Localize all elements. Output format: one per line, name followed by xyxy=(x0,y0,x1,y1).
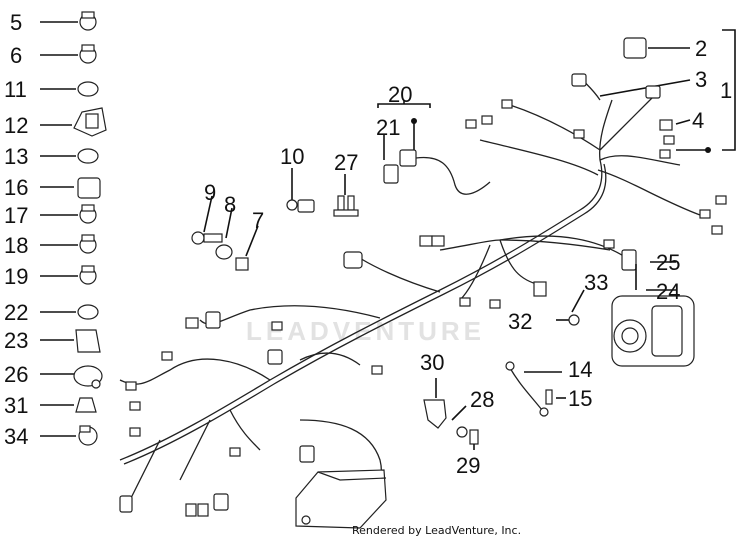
part-16-grommet xyxy=(40,177,101,199)
parts-32-33 xyxy=(556,289,585,326)
callout-3: 3 xyxy=(695,67,707,92)
part-4-fuse xyxy=(659,119,691,131)
callout-27: 27 xyxy=(334,150,358,175)
callout-labels: 5 6 11 12 13 16 17 18 19 22 23 26 31 34 … xyxy=(4,10,732,478)
part-26-band xyxy=(40,365,103,389)
callout-8: 8 xyxy=(224,192,236,217)
part-17-clamp xyxy=(40,204,97,224)
part-22-band xyxy=(40,304,99,320)
part-11-band xyxy=(40,81,99,97)
callout-17: 17 xyxy=(4,203,28,228)
callout-30: 30 xyxy=(420,350,444,375)
part-13-band xyxy=(40,148,99,164)
callout-21: 21 xyxy=(376,115,400,140)
part-6-clamp xyxy=(40,44,97,64)
throttle-body xyxy=(611,261,695,367)
watermark: LEADVENTURE xyxy=(246,316,486,346)
part-10-grommet xyxy=(286,168,315,213)
part-12-holder xyxy=(40,107,107,137)
credit-text: Rendered by LeadVenture, Inc. xyxy=(352,524,522,537)
callout-10: 10 xyxy=(280,144,304,169)
leader-3 xyxy=(599,79,691,97)
main-harness xyxy=(119,74,701,501)
callout-16: 16 xyxy=(4,175,28,200)
part-19-clamp xyxy=(40,265,97,285)
callout-9: 9 xyxy=(204,180,216,205)
callout-22: 22 xyxy=(4,300,28,325)
callout-1: 1 xyxy=(720,78,732,103)
callout-34: 34 xyxy=(4,424,28,449)
left-parts-column xyxy=(40,11,107,446)
callout-28: 28 xyxy=(470,387,494,412)
ecu-box xyxy=(295,469,387,529)
callout-12: 12 xyxy=(4,113,28,138)
callout-32: 32 xyxy=(508,309,532,334)
part-18-clamp xyxy=(40,234,97,254)
callout-20: 20 xyxy=(388,82,412,107)
part-34-clamp xyxy=(40,425,98,446)
callout-31: 31 xyxy=(4,393,28,418)
part-23-strap xyxy=(40,329,101,353)
harness-connectors xyxy=(119,73,727,517)
callout-4: 4 xyxy=(692,108,704,133)
callout-14: 14 xyxy=(568,357,592,382)
callout-24: 24 xyxy=(656,279,680,304)
part-27-bolts xyxy=(333,174,359,217)
parts-7-8-9 xyxy=(191,195,259,271)
callout-15: 15 xyxy=(568,386,592,411)
callout-33: 33 xyxy=(584,270,608,295)
callout-18: 18 xyxy=(4,233,28,258)
callout-7: 7 xyxy=(252,208,264,233)
callout-23: 23 xyxy=(4,328,28,353)
callout-2: 2 xyxy=(695,36,707,61)
callout-5: 5 xyxy=(10,10,22,35)
callout-25: 25 xyxy=(656,250,680,275)
callout-11: 11 xyxy=(4,77,27,102)
callout-6: 6 xyxy=(10,43,22,68)
callout-29: 29 xyxy=(456,453,480,478)
part-2-block xyxy=(623,37,690,59)
kit-bracket xyxy=(676,29,736,153)
callout-13: 13 xyxy=(4,144,28,169)
callout-19: 19 xyxy=(4,264,28,289)
part-30-bracket xyxy=(423,378,479,450)
part-5-clamp xyxy=(40,11,97,31)
group-20 xyxy=(377,100,491,195)
part-21-connector xyxy=(383,164,399,184)
callout-26: 26 xyxy=(4,362,28,387)
parts-14-15 xyxy=(505,361,566,417)
part-31-clip xyxy=(40,397,97,413)
